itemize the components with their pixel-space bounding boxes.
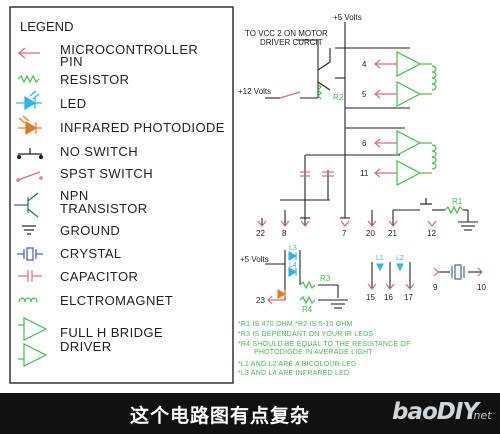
label-r3: R3 (320, 274, 331, 283)
spst-switch-icon (16, 171, 43, 182)
label-r1: R1 (452, 197, 463, 206)
label-l4: L4 (289, 262, 297, 269)
legend-label: RESISTOR (60, 72, 129, 87)
main-wiring (261, 22, 482, 301)
resistor-r3 (299, 280, 316, 290)
pin-number: 21 (388, 229, 397, 238)
label-plus5-top: +5 Volts (333, 13, 362, 22)
capacitor-icon (300, 171, 334, 177)
no-switch-icon (16, 148, 44, 160)
pin-number: 11 (360, 169, 369, 178)
note-line: *R3 IS DEPENDANT ON YOUR IR LEDS (238, 331, 373, 338)
legend-label: SPST SWITCH (60, 166, 153, 181)
pin-number: 22 (256, 229, 265, 238)
watermark-logo: baoDIY (392, 399, 479, 425)
legend-label: INFRARED PHOTODIODE (60, 120, 225, 135)
label-r4: R4 (302, 305, 313, 314)
legend-label: TRANSISTOR (60, 201, 148, 216)
ground-icon (300, 217, 478, 309)
legend-box (9, 6, 234, 384)
legend-label: DRIVER (60, 339, 112, 354)
electromagnet-icon (18, 297, 38, 303)
microcontroller-pin-icon (257, 59, 483, 305)
legend-label: CRYSTAL (60, 246, 122, 261)
resistor-r2 (317, 83, 322, 100)
microcontroller-pin-icon (18, 47, 40, 59)
caption-text: 这个电路图有点复杂 (129, 405, 310, 427)
capacitor-icon (18, 270, 42, 282)
note-line: *L3 AND L4 ARE INFRARED LED (238, 370, 349, 377)
legend-label: FULL H BRIDGE (60, 325, 163, 340)
resistor-r4 (299, 295, 316, 305)
note-line: *R4 SHOULD BE EQUAL TO THE RESISTANCE OF (238, 341, 411, 348)
infrared-photodiode-icon (18, 115, 42, 136)
led-icon (16, 90, 42, 111)
h-bridge-driver-icon (396, 51, 432, 186)
note-line: *L1 AND L2 ARE A BICOLOUR LED (238, 361, 356, 368)
label-r2: R2 (333, 93, 344, 102)
electromagnet-icon (431, 144, 437, 170)
pin-number: 12 (427, 229, 436, 238)
resistor-r1 (444, 205, 464, 215)
pin-number: 9 (433, 283, 438, 292)
h-bridge-driver-icon (18, 317, 48, 367)
spst-switch-icon (279, 91, 301, 99)
pin-number: 5 (362, 90, 367, 99)
crystal-icon (451, 264, 465, 280)
legend-label: CAPACITOR (60, 269, 138, 284)
legend-label: PIN (60, 54, 83, 69)
label-l2: L2 (396, 255, 404, 262)
label-to-vcc-1: TO VCC 2 ON MOTOR (245, 29, 328, 38)
pin-number: 7 (342, 229, 347, 238)
caption-bar (0, 393, 500, 434)
pin-number: 4 (362, 60, 367, 69)
label-plus12: +12 Volts (238, 87, 271, 96)
legend-label: MICROCONTROLLER (60, 42, 198, 57)
ground-icon (22, 225, 36, 235)
legend-label: NPN (60, 188, 89, 203)
electromagnet-icon (431, 65, 437, 91)
schematic-diagram: LEGEND MICROCONTROLLER PIN (9, 6, 486, 384)
crystal-icon (17, 247, 43, 261)
led-icon (288, 251, 404, 277)
note-line: *R1 IS 470 OHM *R2 IS 5-10 OHM (238, 321, 353, 328)
pin-number: 17 (404, 293, 413, 302)
legend-title: LEGEND (20, 19, 73, 34)
legend-label: NO SWITCH (60, 144, 138, 159)
pin-number: 6 (362, 139, 367, 148)
label-l1: L1 (376, 255, 384, 262)
pin-number: 15 (366, 293, 375, 302)
watermark-suffix: .net (470, 409, 492, 422)
npn-transistor-icon (14, 192, 39, 218)
label-plus5-bottom: +5 Volts (240, 255, 269, 264)
pin-number: 10 (477, 283, 486, 292)
legend-label: LED (60, 96, 87, 111)
resistor-icon (17, 74, 40, 84)
pin-number: 23 (256, 296, 265, 305)
pin-number: 16 (384, 293, 393, 302)
pin-number: 20 (366, 229, 375, 238)
no-switch-icon (420, 198, 432, 205)
legend-label: GROUND (60, 223, 120, 238)
legend-label: ELCTROMAGNET (60, 293, 173, 308)
label-to-vcc-2: DRIVER CURCIT (260, 38, 323, 47)
infrared-photodiode-icon (277, 289, 287, 299)
label-l3: L3 (289, 245, 297, 252)
pin-number: 8 (282, 229, 287, 238)
note-line: PHOTODIODE IN AVERAGE LIGHT (254, 349, 373, 356)
